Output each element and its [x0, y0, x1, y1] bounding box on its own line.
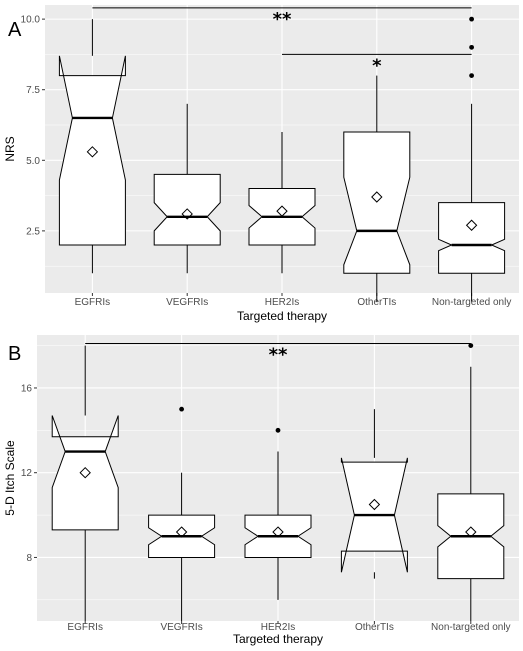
box-egfris	[51, 345, 119, 621]
y-axis-label: 5-D Itch Scale	[3, 440, 17, 516]
mean-marker	[175, 526, 188, 538]
y-tick-label: 7.5	[26, 85, 40, 96]
notched-box	[51, 415, 119, 531]
mean-marker	[181, 208, 193, 220]
mean-marker	[79, 466, 91, 479]
significance-label: **	[273, 9, 292, 30]
y-tick-label: 16	[21, 383, 33, 394]
mean-marker	[272, 526, 284, 538]
box-non-targeted-only	[437, 343, 505, 621]
mean-marker	[465, 526, 477, 538]
y-tick-label: 2.5	[26, 226, 40, 237]
y-axis-label: NRS	[3, 136, 17, 161]
notched-box	[58, 55, 126, 246]
box-her2is	[244, 427, 312, 600]
box-egfris	[58, 19, 126, 274]
outlier-point	[469, 73, 474, 78]
y-tick-label: 12	[21, 468, 33, 479]
mean-marker	[276, 205, 288, 217]
panel-letter: A	[8, 19, 22, 41]
box-her2is	[248, 132, 316, 274]
x-axis-label: Targeted therapy	[237, 309, 327, 323]
notched-box	[153, 173, 221, 246]
box-othertis	[340, 409, 408, 579]
box-vegfris	[148, 406, 216, 621]
x-tick-label: OtherTIs	[357, 297, 396, 308]
mean-marker	[465, 219, 478, 231]
mean-marker	[368, 498, 381, 511]
outlier-point	[468, 343, 474, 348]
box-non-targeted-only	[438, 16, 506, 302]
y-tick-label: 8	[26, 553, 32, 564]
x-tick-label: EGFRIs	[75, 297, 111, 308]
mean-marker	[86, 146, 99, 158]
x-tick-label: VEGFRIs	[160, 622, 202, 633]
x-tick-label: Non-targeted only	[432, 297, 512, 308]
box-othertis	[343, 75, 411, 302]
x-tick-label: EGFRIs	[67, 622, 103, 633]
x-axis-label: Targeted therapy	[233, 632, 323, 646]
outlier-point	[469, 44, 474, 50]
outlier-point	[469, 16, 474, 22]
mean-marker	[371, 191, 383, 203]
x-tick-label: OtherTIs	[355, 622, 394, 633]
panel-letter: B	[8, 343, 21, 365]
significance-label: **	[269, 344, 288, 365]
y-tick-label: 10.0	[21, 15, 41, 26]
x-tick-label: HER2Is	[261, 622, 295, 633]
significance-label: *	[372, 55, 382, 76]
box-vegfris	[153, 103, 221, 274]
x-tick-label: Non-targeted only	[431, 622, 511, 633]
x-tick-label: HER2Is	[265, 297, 299, 308]
outlier-point	[275, 427, 281, 433]
y-tick-label: 5.0	[26, 156, 40, 167]
outlier-point	[179, 406, 185, 412]
x-tick-label: VEGFRIs	[166, 297, 208, 308]
notched-box	[438, 202, 506, 274]
